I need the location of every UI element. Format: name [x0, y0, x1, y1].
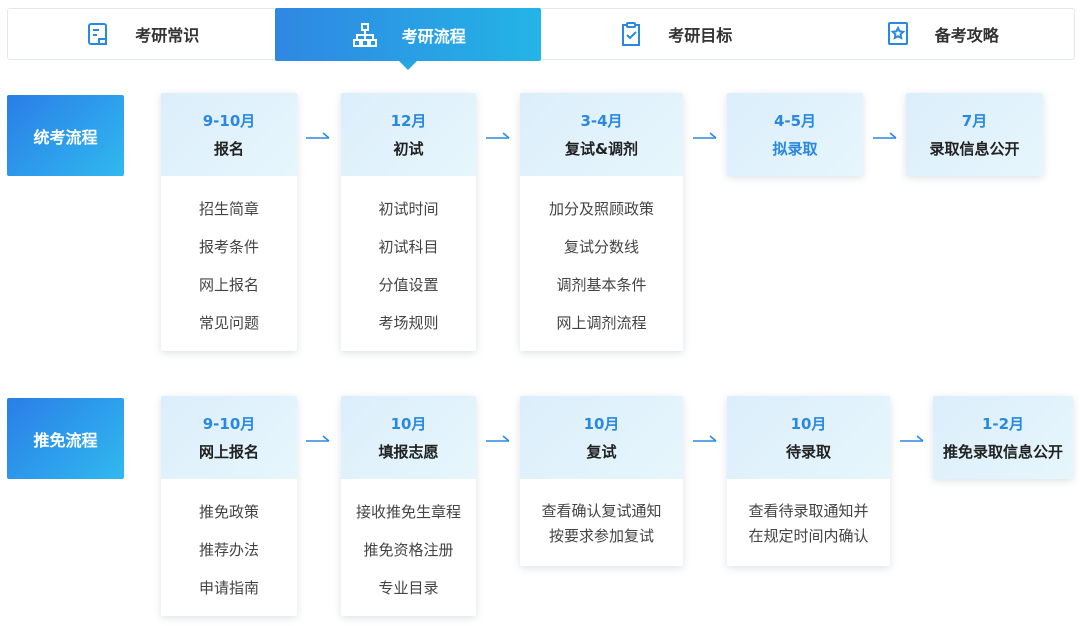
link-faq[interactable]: 常见问题 — [198, 314, 259, 332]
link-admission-guide[interactable]: 招生简章 — [198, 200, 259, 218]
step-title: 复试&调剂 — [564, 139, 639, 158]
step-pending-admission: 10月 待录取 查看待录取通知并 在规定时间内确认 — [727, 396, 890, 566]
link-major-catalog[interactable]: 专业目录 — [378, 579, 439, 597]
step-reexam: 10月 复试 查看确认复试通知 按要求参加复试 — [520, 396, 683, 566]
link-qualification-registration[interactable]: 推免资格注册 — [363, 541, 454, 559]
step-time: 4-5月 — [773, 111, 817, 130]
step-online-registration: 9-10月 网上报名 推免政策 推荐办法 申请指南 — [161, 396, 297, 616]
arrow-right-icon — [899, 433, 925, 443]
step-recommend-publicity[interactable]: 1-2月 推免录取信息公开 — [933, 396, 1073, 479]
step-title: 初试 — [393, 139, 424, 158]
link-recommend-method[interactable]: 推荐办法 — [198, 541, 259, 559]
unified-process-label: 统考流程 — [7, 95, 124, 176]
step-time: 12月 — [390, 111, 427, 130]
link-recommend-policy[interactable]: 推免政策 — [198, 503, 259, 521]
link-bonus-policy[interactable]: 加分及照顾政策 — [548, 200, 654, 218]
tab-goals[interactable]: 考研目标 — [541, 9, 808, 59]
step-registration: 9-10月 报名 招生简章 报考条件 网上报名 常见问题 — [161, 93, 297, 351]
step-description: 查看确认复试通知 按要求参加复试 — [520, 479, 683, 565]
link-application-guide[interactable]: 申请指南 — [198, 579, 259, 597]
link-exam-time[interactable]: 初试时间 — [378, 200, 439, 218]
link-adjustment-process[interactable]: 网上调剂流程 — [556, 314, 647, 332]
step-time: 1-2月 — [981, 414, 1025, 433]
step-time: 3-4月 — [580, 111, 623, 130]
link-online-registration[interactable]: 网上报名 — [198, 276, 259, 294]
step-title: 拟录取 — [772, 139, 818, 158]
step-time: 10月 — [790, 414, 827, 433]
step-admission-publicity[interactable]: 7月 录取信息公开 — [906, 93, 1043, 176]
step-pre-admission[interactable]: 4-5月 拟录取 — [727, 93, 863, 176]
star-book-icon — [883, 19, 913, 49]
tab-goals-label: 考研目标 — [668, 26, 733, 45]
arrow-right-icon — [305, 433, 331, 443]
top-tab-bar: 考研常识 考研流程 考研目标 — [7, 8, 1075, 70]
recommend-process-label: 推免流程 — [7, 398, 124, 479]
step-title: 网上报名 — [198, 442, 259, 461]
tab-process[interactable]: 考研流程 — [274, 8, 541, 70]
desc-line: 查看确认复试通知 — [541, 502, 662, 520]
link-exam-rules[interactable]: 考场规则 — [378, 314, 439, 332]
link-exam-subjects[interactable]: 初试科目 — [378, 238, 439, 256]
step-reexam-adjustment: 3-4月 复试&调剂 加分及照顾政策 复试分数线 调剂基本条件 网上调剂流程 — [520, 93, 683, 351]
step-title: 填报志愿 — [378, 442, 439, 461]
arrow-right-icon — [305, 130, 331, 140]
desc-line: 按要求参加复试 — [548, 527, 654, 545]
tab-strategy[interactable]: 备考攻略 — [808, 9, 1075, 59]
arrow-right-icon — [692, 433, 718, 443]
step-title: 报名 — [213, 139, 244, 158]
tab-knowledge-label: 考研常识 — [135, 26, 200, 45]
link-requirements[interactable]: 报考条件 — [198, 238, 259, 256]
step-title: 录取信息公开 — [929, 139, 1020, 158]
desc-line: 查看待录取通知并 — [748, 502, 869, 520]
link-adjustment-conditions[interactable]: 调剂基本条件 — [556, 276, 647, 294]
step-title: 待录取 — [785, 442, 831, 461]
step-time: 7月 — [961, 111, 988, 130]
arrow-right-icon — [872, 130, 898, 140]
tab-process-label: 考研流程 — [401, 26, 466, 46]
step-preliminary-exam: 12月 初试 初试时间 初试科目 分值设置 考场规则 — [341, 93, 476, 351]
step-title: 复试 — [586, 442, 617, 461]
arrow-right-icon — [692, 130, 718, 140]
link-reexam-cutoff[interactable]: 复试分数线 — [563, 238, 639, 256]
clipboard-check-icon — [616, 19, 646, 49]
step-description: 查看待录取通知并 在规定时间内确认 — [727, 479, 890, 565]
desc-line: 在规定时间内确认 — [748, 527, 869, 545]
step-title: 推免录取信息公开 — [942, 442, 1063, 461]
link-recommend-charter[interactable]: 接收推免生章程 — [355, 503, 461, 521]
arrow-right-icon — [485, 433, 511, 443]
step-time: 10月 — [583, 414, 620, 433]
step-time: 9-10月 — [202, 414, 256, 433]
link-score-settings[interactable]: 分值设置 — [378, 276, 439, 294]
step-time: 9-10月 — [202, 111, 256, 130]
step-fill-preferences: 10月 填报志愿 接收推免生章程 推免资格注册 专业目录 — [341, 396, 476, 616]
document-icon — [83, 19, 113, 49]
tab-knowledge[interactable]: 考研常识 — [8, 9, 275, 59]
step-time: 10月 — [390, 414, 427, 433]
tab-strategy-label: 备考攻略 — [934, 26, 999, 45]
arrow-right-icon — [485, 130, 511, 140]
flowchart-icon — [350, 20, 380, 50]
